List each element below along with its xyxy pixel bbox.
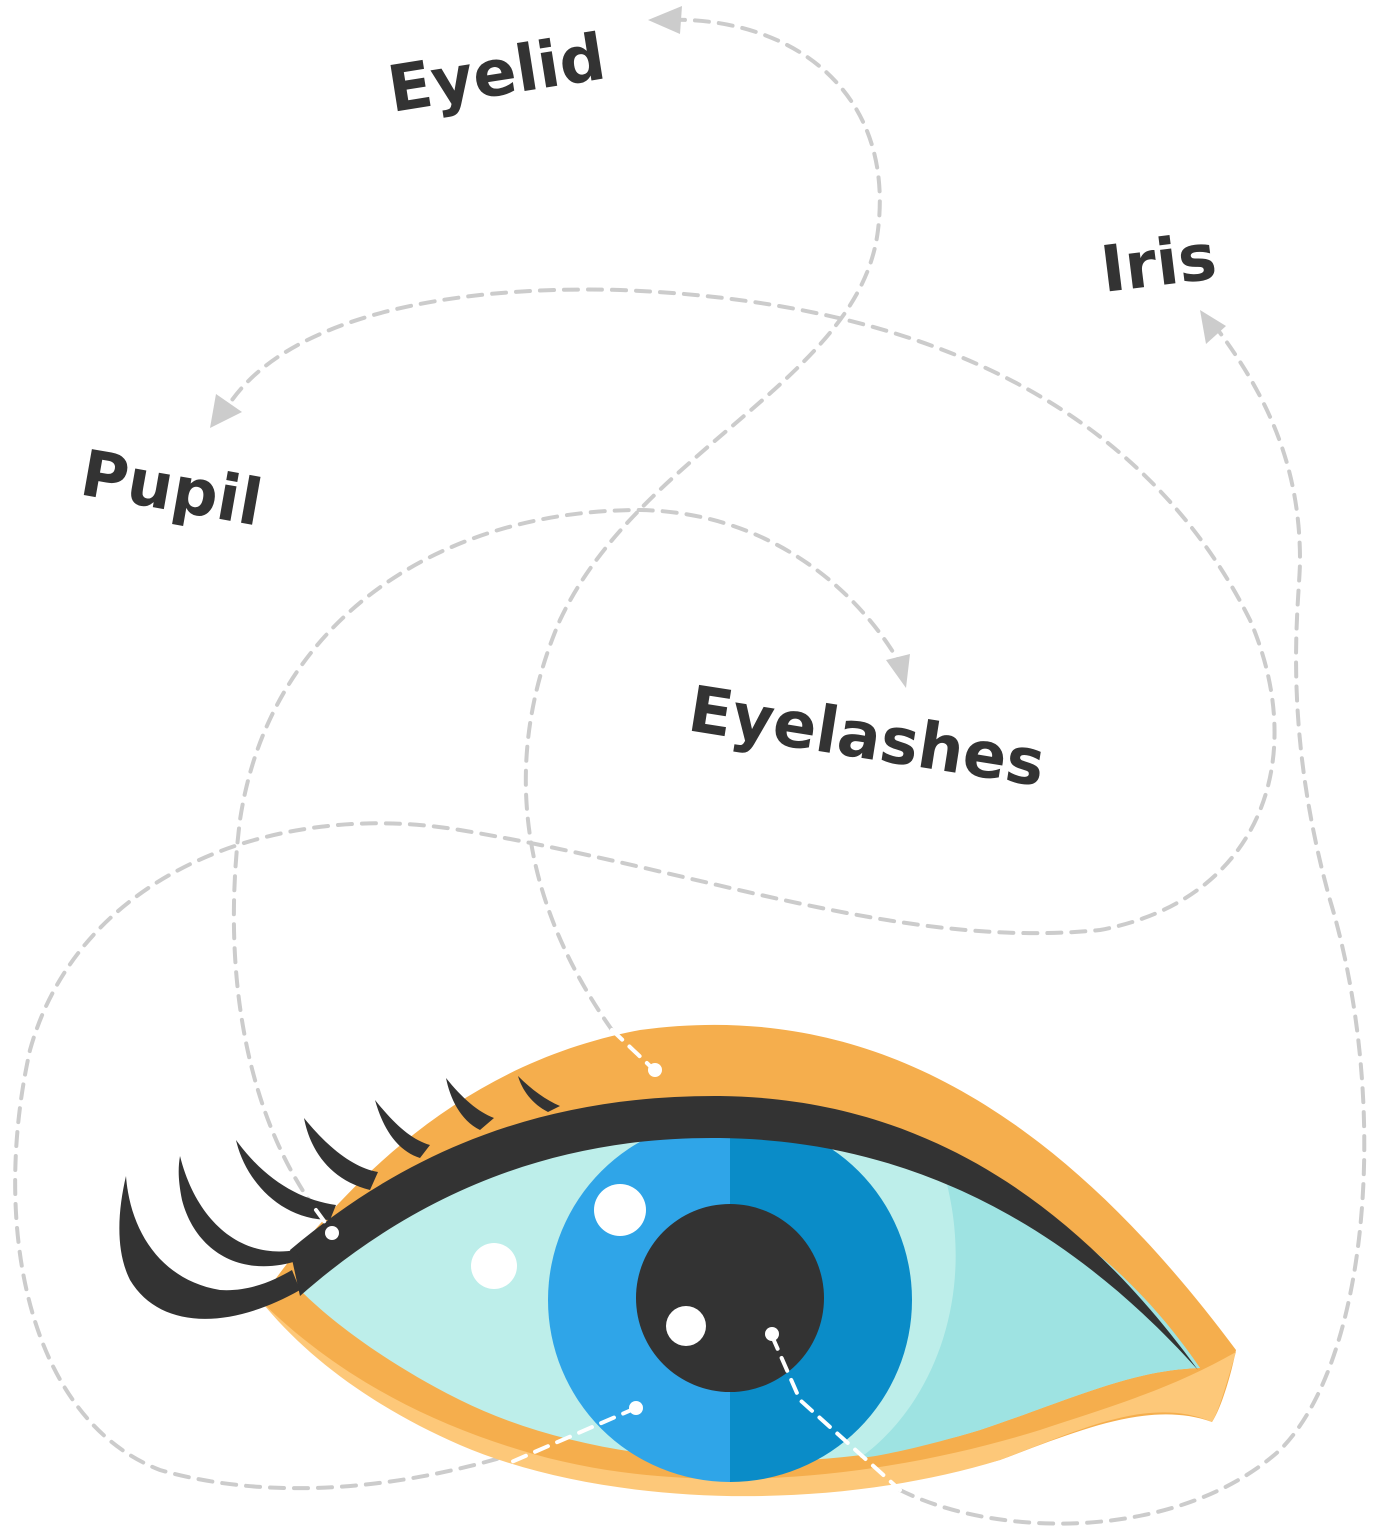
eyelashes-anchor-dot xyxy=(325,1226,339,1240)
iris-anchor-dot xyxy=(765,1327,779,1341)
label-eyelashes: Eyelashes xyxy=(683,673,1049,802)
eyelashes-arrowhead xyxy=(886,654,910,688)
eyelid-anchor-dot xyxy=(648,1063,662,1077)
eyelid-arrowhead xyxy=(648,6,682,34)
highlight-large xyxy=(594,1184,646,1236)
pupil-anchor-dot xyxy=(629,1401,643,1415)
label-iris: Iris xyxy=(1097,220,1221,308)
label-pupil: Pupil xyxy=(75,437,267,542)
iris-arrowhead xyxy=(1200,310,1226,344)
highlight-pupil xyxy=(666,1306,706,1346)
eyelash-4 xyxy=(304,1118,378,1190)
eyelid-connector xyxy=(526,20,880,1030)
pupil-arrowhead xyxy=(210,394,242,428)
eye-illustration xyxy=(119,1025,1236,1496)
pupil xyxy=(636,1204,824,1392)
label-eyelid: Eyelid xyxy=(383,21,610,128)
eyelash-2 xyxy=(179,1156,300,1266)
highlight-sclera xyxy=(471,1243,517,1289)
